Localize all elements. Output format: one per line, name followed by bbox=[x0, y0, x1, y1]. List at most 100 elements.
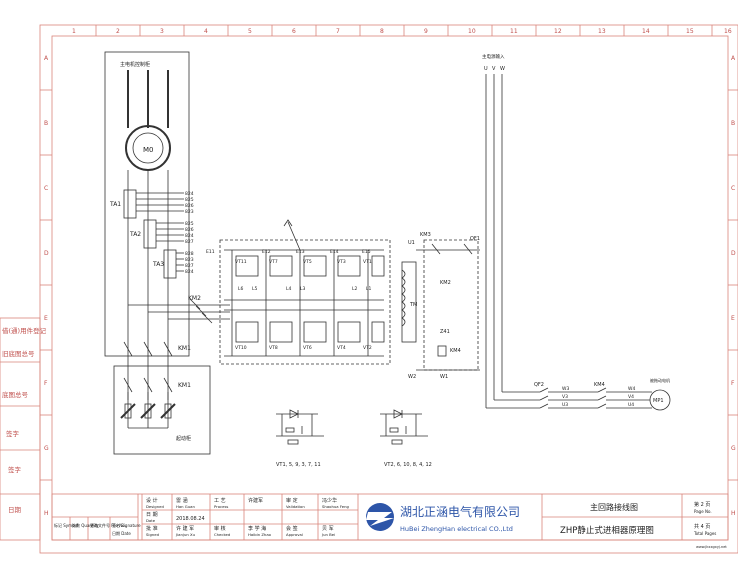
side-tag: E15 bbox=[362, 249, 371, 255]
inductor-label: L5 bbox=[252, 286, 258, 292]
svg-text:Designed: Designed bbox=[146, 504, 164, 509]
svg-text:Page No.: Page No. bbox=[694, 509, 712, 514]
svg-text:D: D bbox=[44, 250, 49, 257]
svg-text:设 计: 设 计 bbox=[146, 497, 158, 504]
thyristor-label: VT8 bbox=[269, 345, 278, 351]
svg-text:E: E bbox=[731, 315, 735, 322]
svg-text:5: 5 bbox=[248, 28, 252, 35]
svg-text:F: F bbox=[44, 380, 48, 387]
ct-label: TA2 bbox=[129, 231, 141, 238]
starter-cabinet: KM1 起动柜 bbox=[113, 365, 211, 455]
svg-text:W1: W1 bbox=[440, 374, 448, 380]
stamp-label: 签字 bbox=[8, 465, 22, 474]
breaker-label: QF1 bbox=[470, 236, 480, 242]
terminal-label: 823 bbox=[185, 209, 194, 215]
svg-text:2: 2 bbox=[116, 28, 120, 35]
terminal-label: 826 bbox=[185, 227, 194, 233]
transformer-label: TM bbox=[409, 302, 417, 308]
driven-motor-title: 被拖动电机 bbox=[650, 377, 670, 383]
main-motor-block: 主电机控制柜 M0 TA1 TA2 TA3 824 825 826 bbox=[104, 51, 230, 400]
wire-label: V3 bbox=[562, 394, 568, 400]
svg-text:H: H bbox=[731, 510, 736, 517]
inductor-label: L1 bbox=[366, 286, 372, 292]
svg-text:许 建 军: 许 建 军 bbox=[176, 525, 194, 532]
svg-text:7: 7 bbox=[336, 28, 340, 35]
terminal-label: 826 bbox=[185, 203, 194, 209]
revision-head: 标记 Symbol bbox=[54, 522, 78, 528]
driven-motor-label: MP1 bbox=[653, 398, 664, 404]
transformer-block: TM U1 KM3 QF1 KM2 Z41 KM4 W2 W1 bbox=[401, 232, 480, 380]
wire-label: U3 bbox=[562, 402, 568, 408]
terminal-label: 828 bbox=[185, 251, 194, 257]
svg-text:8: 8 bbox=[380, 28, 384, 35]
wire-label: W3 bbox=[562, 386, 569, 392]
thyristor-label: VT7 bbox=[269, 259, 278, 265]
drawing-title: 主回路接线图 bbox=[590, 502, 638, 512]
output-circuit: QF2 KM4 W3 V3 U3 W4 V4 U4 被拖动电机 MP1 bbox=[534, 377, 671, 411]
revision-head: 签名 Signature bbox=[112, 522, 141, 528]
svg-text:15: 15 bbox=[686, 28, 694, 35]
ct-label: TA3 bbox=[152, 261, 164, 268]
thyristor-label: VT1 bbox=[363, 259, 372, 265]
wire-label: W4 bbox=[628, 386, 635, 392]
svg-text:Date: Date bbox=[146, 518, 156, 523]
side-tag: E13 bbox=[296, 249, 305, 255]
motor-label: M0 bbox=[143, 146, 154, 154]
svg-text:F: F bbox=[731, 380, 735, 387]
svg-text:H: H bbox=[44, 510, 49, 517]
svg-text:Approval: Approval bbox=[286, 532, 303, 537]
column-markers: 1 2 3 4 5 6 7 8 9 10 11 12 13 14 15 16 bbox=[72, 25, 732, 36]
inductor-label: L4 bbox=[286, 286, 292, 292]
stamp-label: 底图总号 bbox=[2, 390, 29, 399]
wire-label: U4 bbox=[628, 402, 634, 408]
svg-text:Shaohua Feng: Shaohua Feng bbox=[322, 504, 350, 509]
svg-text:会 签: 会 签 bbox=[286, 525, 298, 532]
svg-text:Total Pages: Total Pages bbox=[693, 531, 716, 536]
stamp-label: 借(通)用件登记 bbox=[2, 326, 47, 335]
detail-caption: VT2, 6, 10, 8, 4, 12 bbox=[384, 462, 432, 468]
row-markers: A B C D E F G H A B C D E F G H bbox=[40, 55, 738, 517]
svg-text:12: 12 bbox=[554, 28, 562, 35]
svg-text:6: 6 bbox=[292, 28, 296, 35]
stamp-label: 签字 bbox=[6, 429, 20, 438]
svg-text:Z41: Z41 bbox=[440, 329, 450, 335]
svg-text:工 艺: 工 艺 bbox=[214, 498, 226, 504]
terminal-label: 823 bbox=[185, 257, 194, 263]
inductor-label: L2 bbox=[352, 286, 358, 292]
svg-text:1: 1 bbox=[72, 28, 76, 35]
contactor-label: KM2 bbox=[188, 295, 201, 302]
wire-label: V4 bbox=[628, 394, 634, 400]
svg-text:贝 军: 贝 军 bbox=[322, 526, 334, 532]
svg-text:C: C bbox=[731, 185, 735, 192]
side-tag: E14 bbox=[330, 249, 339, 255]
svg-text:Jianjun Xu: Jianjun Xu bbox=[175, 532, 196, 537]
terminal-label: 825 bbox=[185, 197, 194, 203]
revision-head: 处数 Quantity bbox=[72, 522, 99, 528]
thyristor-label: VT11 bbox=[235, 259, 247, 265]
svg-text:B: B bbox=[44, 120, 48, 127]
svg-text:日 期: 日 期 bbox=[146, 512, 158, 518]
page-number: 第 2 页 bbox=[694, 501, 710, 508]
contactor-label: KM2 bbox=[440, 280, 451, 286]
starter-label: 起动柜 bbox=[176, 435, 191, 442]
contactor-label: KM3 bbox=[420, 232, 431, 238]
svg-text:14: 14 bbox=[642, 28, 650, 35]
svg-text:批 准: 批 准 bbox=[146, 525, 158, 532]
svg-text:Haibin Zhao: Haibin Zhao bbox=[248, 532, 272, 537]
svg-text:Han Guan: Han Guan bbox=[176, 504, 195, 509]
svg-text:D: D bbox=[731, 250, 736, 257]
svg-text:U1: U1 bbox=[408, 240, 415, 246]
svg-text:W2: W2 bbox=[408, 374, 416, 380]
stamp-label: 旧底图总号 bbox=[2, 349, 35, 358]
svg-text:16: 16 bbox=[724, 28, 732, 35]
svg-text:审 核: 审 核 bbox=[214, 525, 226, 532]
svg-text:11: 11 bbox=[510, 28, 518, 35]
contactor-label: KM1 bbox=[178, 345, 191, 352]
svg-text:10: 10 bbox=[468, 28, 476, 35]
terminal-label: 827 bbox=[185, 239, 194, 245]
watermark: www.jkxxgxyj.net bbox=[696, 545, 727, 549]
left-stamp-column: 借(通)用件登记 旧底图总号 底图总号 签字 签字 日期 bbox=[0, 317, 47, 541]
phase-label: W bbox=[500, 66, 505, 72]
thyristor-label: VT3 bbox=[337, 259, 346, 265]
outer-frame bbox=[39, 24, 738, 554]
